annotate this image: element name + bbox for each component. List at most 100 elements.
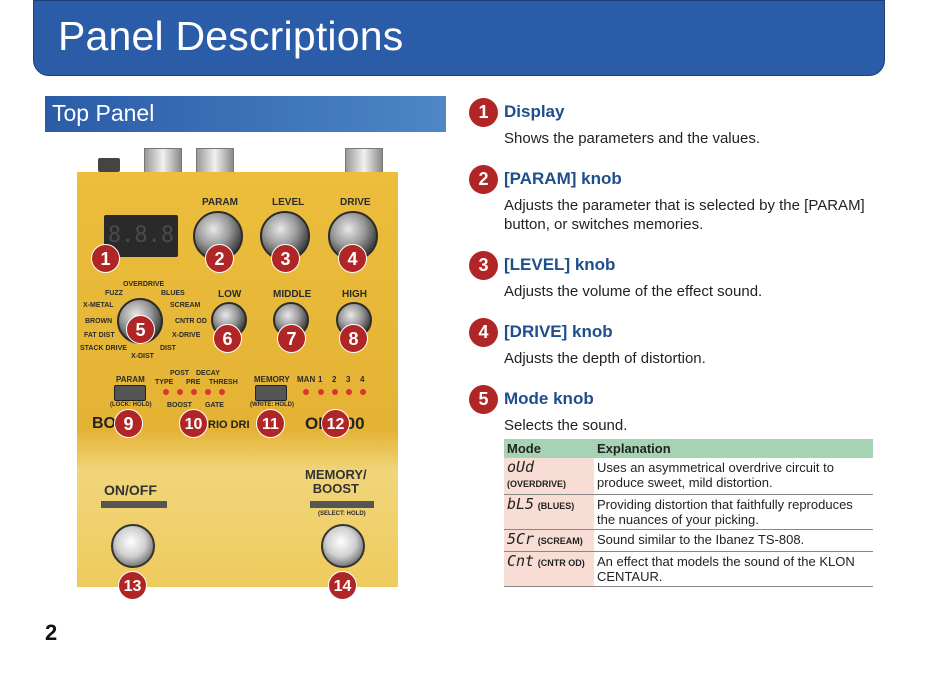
item-title-param-knob: [PARAM] knob	[504, 169, 622, 188]
output-jack	[345, 148, 383, 176]
mode-label-blues: BLUES	[161, 290, 185, 297]
callout-12: 12	[321, 409, 350, 438]
callout-3: 3	[271, 244, 300, 273]
callout-9: 9	[114, 409, 143, 438]
callout-11: 11	[256, 409, 285, 438]
mode-cell: 5Cr (SCREAM)	[504, 529, 594, 552]
thresh-label: THRESH	[209, 379, 238, 386]
led-mem3	[346, 389, 352, 395]
explanation-cell: Providing distortion that faithfully rep…	[594, 494, 873, 530]
type-label: TYPE	[155, 379, 174, 386]
led-thresh	[219, 389, 225, 395]
onoff-bar	[101, 501, 167, 508]
level-label: LEVEL	[272, 197, 305, 208]
callout-1: 1	[91, 244, 120, 273]
memory-boost-bar	[310, 501, 374, 508]
item-desc-param-knob: Adjusts the parameter that is selected b…	[504, 197, 865, 233]
item-title-level-knob: [LEVEL] knob	[504, 255, 616, 274]
mem2-label: 2	[332, 375, 337, 384]
explanation-cell: An effect that models the sound of the K…	[594, 551, 873, 587]
callout-7: 7	[277, 324, 306, 353]
callout-5: 5	[126, 315, 155, 344]
middle-label: MIDDLE	[273, 289, 312, 300]
memory-button-label: MEMORY	[254, 375, 290, 384]
mode-label-cntrod: CNTR OD	[175, 318, 207, 325]
mode-name: (OVERDRIVE)	[507, 479, 567, 489]
led-type	[163, 389, 169, 395]
table-row: 5Cr (SCREAM) Sound similar to the Ibanez…	[504, 529, 873, 552]
pre-label: PRE	[186, 379, 201, 386]
mode-label-brown: BROWN	[85, 318, 113, 325]
select-hold-label: (SELECT: HOLD)	[318, 511, 366, 517]
item-number-4: 4	[469, 318, 498, 347]
section-title: Top Panel	[52, 100, 155, 126]
mode-label-scream: SCREAM	[170, 302, 201, 309]
table-row: bL5 (BLUES) Providing distortion that fa…	[504, 494, 873, 530]
callout-8: 8	[339, 324, 368, 353]
lock-hold-label: (LOCK: HOLD)	[110, 402, 152, 408]
mode-table-header: Mode Explanation	[504, 439, 873, 458]
mode-display-glyph: oUd	[507, 458, 535, 476]
onoff-footswitch[interactable]	[111, 524, 155, 568]
callout-10: 10	[179, 409, 208, 438]
boost-label: BOOST	[167, 402, 192, 409]
memory-boost-label: MEMORY/ BOOST	[305, 467, 367, 496]
led-man	[303, 389, 309, 395]
onoff-label: ON/OFF	[104, 482, 157, 498]
mode-display-glyph: bL5	[507, 495, 535, 513]
mode-label-stackdrive: STACK DRIVE	[80, 345, 127, 352]
page-number: 2	[45, 620, 58, 645]
write-hold-label: (WRITE: HOLD)	[250, 402, 294, 408]
table-row: oUd (OVERDRIVE) Uses an asymmetrical ove…	[504, 458, 873, 495]
item-desc-level-knob: Adjusts the volume of the effect sound.	[504, 283, 763, 300]
man-label: MAN	[297, 375, 316, 384]
mode-label-overdrive: OVERDRIVE	[123, 281, 165, 288]
item-title-display: Display	[504, 102, 565, 121]
drive-label: DRIVE	[340, 197, 371, 208]
dc-jack	[98, 158, 120, 172]
explanation-cell: Sound similar to the Ibanez TS-808.	[594, 529, 873, 552]
mode-label-fatdist: FAT DIST	[84, 332, 115, 339]
item-number-5: 5	[469, 385, 498, 414]
pedal-display: 8.8.8	[104, 215, 178, 257]
explanation-column-header: Explanation	[594, 439, 873, 458]
param-button-label: PARAM	[116, 375, 145, 384]
led-pre	[191, 389, 197, 395]
led-mem4	[360, 389, 366, 395]
item-number-2: 2	[469, 165, 498, 194]
mode-label-fuzz: FUZZ	[105, 290, 123, 297]
mode-name: (BLUES)	[537, 501, 575, 511]
mode-display-glyph: Cnt	[507, 552, 535, 570]
callout-4: 4	[338, 244, 367, 273]
mem3-label: 3	[346, 375, 351, 384]
gate-label: GATE	[205, 402, 224, 409]
explanation-cell: Uses an asymmetrical overdrive circuit t…	[594, 458, 873, 495]
led-mem1	[318, 389, 324, 395]
mode-label-xdist: X-DIST	[131, 353, 154, 360]
mode-cell: bL5 (BLUES)	[504, 494, 594, 530]
item-desc-mode-knob: Selects the sound.	[504, 417, 628, 434]
mode-table: Mode Explanation oUd (OVERDRIVE) Uses an…	[504, 439, 873, 587]
page-header: Panel Descriptions	[33, 0, 885, 76]
item-desc-display: Shows the parameters and the values.	[504, 130, 760, 147]
item-number-1: 1	[469, 98, 498, 127]
mem1-label: 1	[318, 375, 323, 384]
item-number-3: 3	[469, 251, 498, 280]
mode-name: (SCREAM)	[537, 536, 583, 546]
mode-name: (CNTR OD)	[537, 558, 585, 568]
high-label: HIGH	[342, 289, 367, 300]
memory-boost-footswitch[interactable]	[321, 524, 365, 568]
mode-display-glyph: 5Cr	[507, 530, 535, 548]
callout-6: 6	[213, 324, 242, 353]
memory-button[interactable]	[255, 385, 287, 401]
table-row: Cnt (CNTR OD) An effect that models the …	[504, 551, 873, 587]
callout-14: 14	[328, 571, 357, 600]
low-label: LOW	[218, 289, 242, 300]
mode-label-xmetal: X-METAL	[83, 302, 114, 309]
param-button[interactable]	[114, 385, 146, 401]
led-mem2	[332, 389, 338, 395]
mode-cell: Cnt (CNTR OD)	[504, 551, 594, 587]
page-title: Panel Descriptions	[58, 13, 404, 59]
led-post	[177, 389, 183, 395]
mode-label-dist: DIST	[160, 345, 176, 352]
